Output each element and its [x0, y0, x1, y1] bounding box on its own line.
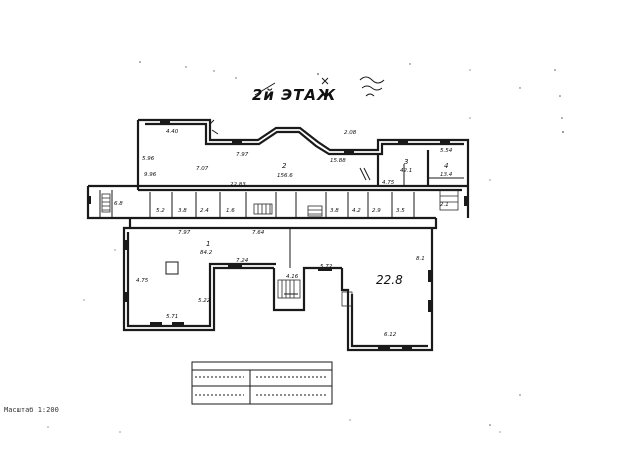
cell-label: 2.1 — [440, 202, 449, 208]
scan-noise — [47, 61, 564, 433]
outer-walls — [86, 118, 470, 352]
dimension-label: 7.64 — [252, 230, 265, 236]
dimension-label: 15.88 — [330, 158, 346, 164]
title-scribbles — [254, 76, 385, 97]
dimension-label: 7.24 — [236, 258, 249, 264]
room-2-number: 2 — [282, 162, 287, 170]
room-3-area: 42.1 — [400, 168, 412, 174]
partitions — [99, 150, 464, 295]
dimension-labels: 4.40 5.96 7.97 2.08 7.07 4.75 15.88 5.54… — [136, 129, 453, 338]
room-1-number: 1 — [206, 240, 210, 248]
dimension-label: 22.83 — [230, 182, 246, 188]
cell-label: 3.8 — [178, 208, 187, 214]
dimension-label: 5.96 — [142, 156, 155, 162]
cell-label: 2.4 — [200, 208, 209, 214]
dimension-label: 4.75 — [136, 278, 149, 284]
dimension-label: 5.72 — [320, 264, 333, 270]
dimension-label: 2.08 — [344, 130, 357, 136]
cell-label: 4.2 — [352, 208, 361, 214]
dimension-label: 7.97 — [178, 230, 191, 236]
hatched-fixtures — [101, 189, 459, 307]
floor-title: 2й ЭТАЖ — [252, 86, 336, 104]
scale-label: Масштаб 1:200 — [4, 406, 59, 414]
dimension-label: 7.97 — [236, 152, 249, 158]
room-hall-area: 22.8 — [376, 273, 403, 287]
cell-label: 6.8 — [114, 201, 123, 207]
cell-label: 1.6 — [226, 208, 235, 214]
dimension-label: 9.96 — [144, 172, 157, 178]
title-block-stamp — [191, 361, 333, 405]
cell-label: 3.8 — [330, 208, 339, 214]
room-4-number: 4 — [444, 162, 448, 170]
room-1-area: 84.2 — [200, 250, 213, 256]
cell-labels: 6.8 5.2 3.8 2.4 1.6 3.8 4.2 2.9 3.5 2.1 — [114, 201, 449, 214]
cell-label: 3.5 — [396, 208, 405, 214]
dimension-label: 7.07 — [196, 166, 209, 172]
dimension-label: 5.54 — [440, 148, 453, 154]
cell-label: 5.2 — [156, 208, 165, 214]
room-2-area: 156.6 — [277, 173, 293, 179]
cell-label: 2.9 — [372, 208, 381, 214]
dimension-label: 4.40 — [166, 129, 179, 135]
dimension-label: 5.22 — [198, 298, 211, 304]
room-labels: 2 156.6 1 84.2 3 42.1 4 13.4 22.8 — [200, 158, 453, 287]
openings — [88, 119, 467, 349]
dimension-label: 4.75 — [382, 180, 395, 186]
dimension-label: 5.71 — [166, 314, 178, 320]
dimension-label: 4.16 — [286, 274, 299, 280]
room-4-area: 13.4 — [440, 172, 453, 178]
dimension-label: 8.1 — [416, 256, 425, 262]
room-3-number: 3 — [404, 158, 408, 166]
dimension-label: 6.12 — [384, 332, 397, 338]
